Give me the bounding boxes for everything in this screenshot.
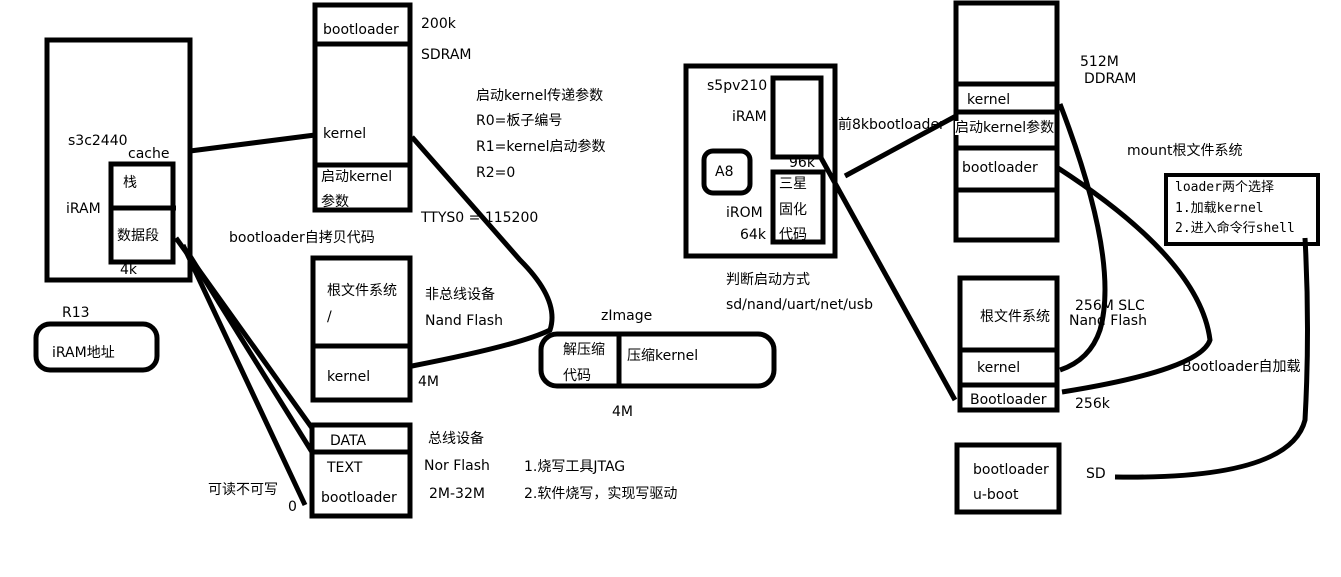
zimage-decomp-2: 代码 (563, 368, 591, 384)
zimage-decomp-1: 解压缩 (563, 342, 605, 358)
loader-option: 2.进入命令行shell (1175, 221, 1295, 236)
s3c2440-box (44, 37, 193, 283)
irom-label: iROM (726, 205, 763, 221)
nor-bootloader: bootloader (321, 490, 397, 506)
nor-method-1: 1.烧写工具JTAG (524, 459, 626, 475)
nor-name: Nor Flash (424, 458, 490, 474)
irom-content-2: 固化 (779, 202, 807, 218)
s5pv210-box (683, 63, 838, 259)
iram-size: 4k (120, 262, 138, 278)
sd-box (954, 442, 1062, 515)
nand2-box (957, 275, 1060, 413)
nor-method-2: 2.软件烧写，实现写驱动 (524, 486, 678, 502)
ddram-params: 启动kernel参数 (955, 120, 1055, 136)
ddram-bootloader: bootloader (962, 160, 1038, 176)
zimage-box (538, 331, 777, 389)
ddram-size: 512M (1080, 54, 1119, 70)
self-copy-label: bootloader自拷贝代码 (229, 230, 375, 246)
nor-type: 总线设备 (428, 431, 484, 447)
sd-bootloader: bootloader (973, 462, 1049, 478)
params-note: 启动kernel传递参数 (476, 88, 604, 104)
irom-content-1: 三星 (779, 176, 807, 192)
loader-option: 1.加载kernel (1175, 201, 1264, 216)
loader-options-box (1164, 173, 1320, 246)
irom-size: 64k (740, 227, 766, 243)
params-note: R1=kernel启动参数 (476, 139, 606, 155)
r13-label: R13 (62, 305, 90, 321)
iram-label: iRAM (66, 201, 101, 217)
nand1-box (310, 255, 413, 403)
stack-label: 栈 (123, 175, 137, 191)
ttys-label: TTYS0 = 115200 (421, 210, 539, 226)
sdram-label: SDRAM (421, 47, 472, 63)
cache-label: cache (128, 146, 170, 162)
loader-option: loader两个选择 (1175, 180, 1274, 195)
r13-box-label: iRAM地址 (52, 345, 115, 361)
nand1-kernel: kernel (327, 369, 371, 385)
nor-text: TEXT (327, 460, 363, 476)
sdram-params-1: 启动kernel (321, 169, 393, 185)
s3c2440-label: s3c2440 (68, 133, 128, 149)
nand2-size: 256M SLC (1075, 298, 1145, 314)
nand2-name: Nand Flash (1069, 313, 1147, 329)
sdram-column (312, 2, 413, 213)
params-note: R0=板子编号 (476, 113, 563, 129)
sdram-bl-size: 200k (421, 16, 456, 32)
first-8k-label: 前8kbootloader (838, 117, 945, 133)
a8-box (701, 148, 753, 196)
s5pv210-label: s5pv210 (707, 78, 768, 94)
nand2-bootloader: Bootloader (970, 392, 1047, 408)
sd-uboot: u-boot (973, 487, 1019, 503)
nor-readonly: 可读不可写 (208, 482, 278, 498)
nand1-type: 非总线设备 (425, 287, 495, 303)
iram-box (108, 161, 176, 265)
s5pv210-iram-size: 96k (789, 155, 815, 171)
nor-box (309, 422, 413, 519)
nand2-bl-size: 256k (1075, 396, 1110, 412)
a8-label: A8 (715, 164, 734, 180)
s5pv210-iram-box (770, 75, 824, 160)
sd-label: SD (1086, 466, 1106, 482)
nand2-rootfs: 根文件系统 (980, 309, 1050, 325)
sdram-params-2: 参数 (321, 194, 349, 210)
selfload-label: Bootloader自加载 (1182, 359, 1301, 375)
r13-box (33, 321, 160, 373)
s5pv210-iram: iRAM (732, 109, 767, 125)
sdram-kernel: kernel (323, 126, 367, 142)
params-note: R2=0 (476, 165, 516, 181)
zimage-title: zImage (601, 308, 653, 324)
zimage-compressed: 压缩kernel (627, 348, 699, 364)
nand1-slash: / (327, 309, 332, 325)
mount-label: mount根文件系统 (1127, 143, 1243, 159)
boot-mode-2: sd/nand/uart/net/usb (726, 297, 873, 313)
data-seg-label: 数据段 (117, 228, 159, 244)
nand1-name: Nand Flash (425, 313, 503, 329)
zimage-size: 4M (612, 404, 633, 420)
sdram-bootloader: bootloader (323, 22, 399, 38)
nand2-kernel: kernel (977, 360, 1021, 376)
nor-data: DATA (330, 433, 367, 449)
irom-box (770, 169, 826, 245)
nand1-rootfs: 根文件系统 (327, 283, 397, 299)
ddram-label: DDRAM (1084, 71, 1137, 87)
nor-zero: 0 (288, 499, 297, 515)
nand1-size: 4M (418, 374, 439, 390)
nor-size: 2M-32M (429, 486, 485, 502)
ddram-kernel: kernel (967, 92, 1011, 108)
boot-mode-1: 判断启动方式 (726, 272, 810, 288)
irom-content-3: 代码 (779, 227, 807, 243)
